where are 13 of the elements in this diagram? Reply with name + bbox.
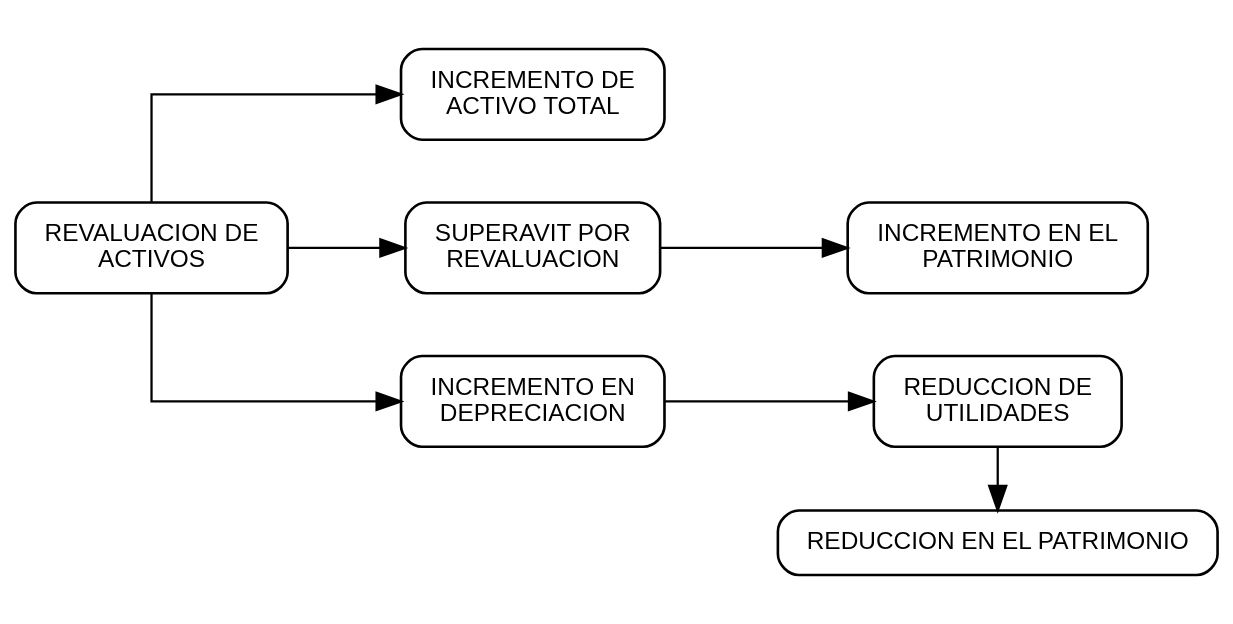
- arrow: [987, 446, 1008, 514]
- node-box: REDUCCION EN EL PATRIMONIO: [776, 509, 1219, 577]
- node-box: INCREMENTO EN EL PATRIMONIO: [846, 201, 1150, 295]
- node-box: REVALUACION DE ACTIVOS: [14, 201, 289, 295]
- node-box: INCREMENTO EN DEPRECIACION: [399, 354, 666, 449]
- node-box: SUPERAVIT POR REVALUACION: [404, 201, 662, 295]
- node-box: REDUCCION DE UTILIDADES: [872, 354, 1123, 449]
- arrow: [150, 293, 405, 412]
- arrow: [150, 84, 405, 202]
- node-box: INCREMENTO DE ACTIVO TOTAL: [399, 47, 666, 141]
- arrow: [288, 237, 409, 259]
- arrow: [664, 391, 877, 412]
- arrow: [660, 237, 851, 259]
